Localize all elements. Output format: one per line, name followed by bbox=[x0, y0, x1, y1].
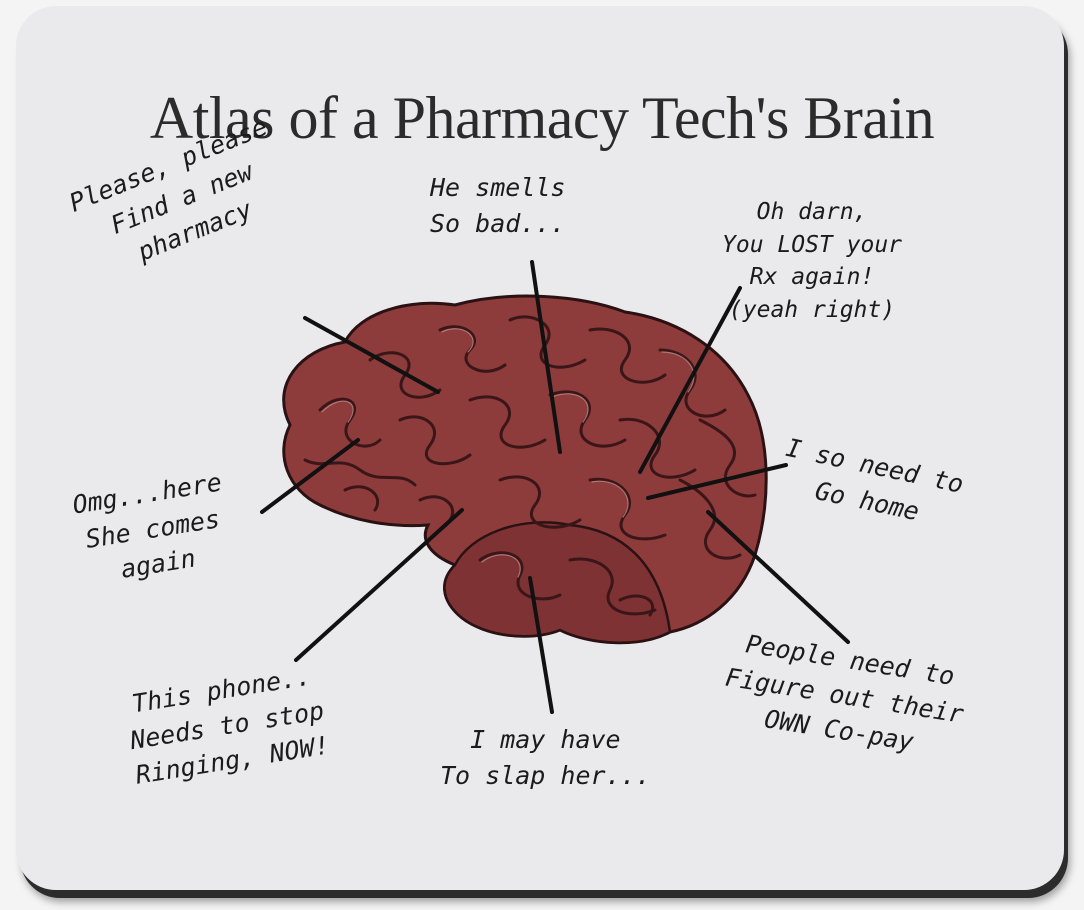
leader-line-slap bbox=[528, 576, 554, 714]
label-line: Oh darn, bbox=[756, 199, 868, 225]
leader-line-phone bbox=[294, 508, 464, 662]
brain-illustration bbox=[282, 294, 768, 645]
label-line: You LOST your bbox=[722, 231, 903, 258]
leader-line-smells bbox=[530, 260, 562, 454]
leader-lines bbox=[260, 260, 850, 714]
label-line: Rx again! bbox=[749, 264, 875, 291]
label-line: So bad... bbox=[430, 208, 566, 238]
label-line: To slap her... bbox=[440, 760, 651, 790]
page-title: Atlas of a Pharmacy Tech's Brain bbox=[149, 85, 935, 151]
label-line: (yeah right) bbox=[728, 296, 896, 323]
leader-line-copay bbox=[706, 510, 850, 644]
label-slap-her: I may have To slap her... bbox=[440, 722, 651, 793]
label-line: I may have bbox=[470, 725, 621, 754]
label-he-smells: He smells So bad... bbox=[430, 170, 565, 241]
label-lost-rx: Oh darn, You LOST your Rx again! (yeah r… bbox=[722, 196, 902, 327]
leader-line-find-pharmacy bbox=[303, 316, 440, 394]
leader-line-go-home bbox=[646, 463, 788, 500]
label-line: He smells bbox=[430, 173, 566, 202]
leader-line-lost-rx bbox=[638, 286, 742, 474]
brain-highlights bbox=[321, 328, 695, 578]
leader-line-here-she-comes bbox=[260, 438, 360, 514]
